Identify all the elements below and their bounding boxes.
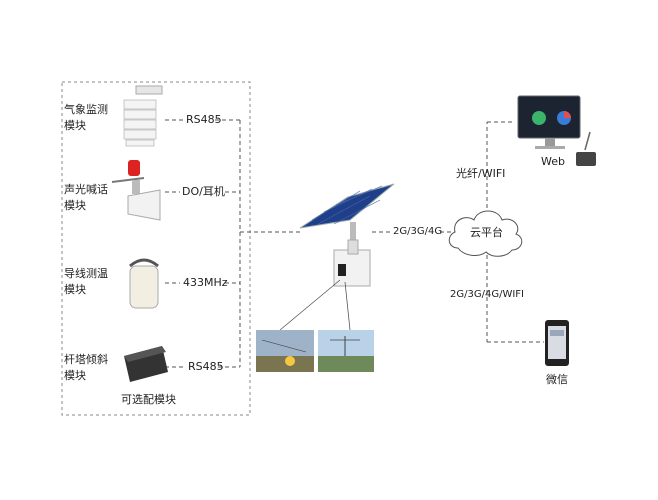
- solar-panel-icon: [299, 183, 395, 229]
- wechat-label: 微信: [546, 373, 568, 386]
- optional-modules-label: 可选配模块: [121, 393, 176, 406]
- module-label-wire-temp: 导线测温 模块: [64, 267, 108, 296]
- phone-icon: [545, 320, 569, 366]
- cloud-links: [372, 121, 544, 343]
- solar-monitoring-device: [299, 183, 395, 287]
- module-label-weather: 气象监测 模块: [64, 103, 108, 132]
- weather-sensor-icon: [123, 85, 163, 147]
- wire-temperature-sensor-icon: [129, 258, 159, 309]
- module-label-tilt: 杆塔倾斜 模块: [64, 353, 108, 382]
- module-label-alarm: 声光喊话 模块: [64, 183, 108, 212]
- mobile-link-label: 2G/3G/4G/WIFI: [450, 289, 524, 300]
- tilt-sensor-icon: [124, 346, 168, 382]
- link-label-tilt: RS485: [188, 360, 224, 373]
- web-monitor-icon: [517, 95, 596, 166]
- uplink-cellular-label: 2G/3G/4G: [393, 226, 443, 237]
- fiber-wifi-label: 光纤/WIFI: [456, 167, 506, 180]
- web-label: Web: [541, 155, 565, 168]
- module-links: [165, 119, 300, 368]
- alarm-speaker-icon: [111, 160, 161, 221]
- link-label-alarm: DO/耳机: [182, 185, 225, 198]
- cloud-platform-label: 云平台: [470, 226, 503, 239]
- optional-modules-box: [61, 81, 251, 416]
- link-label-wire-temp: 433MHz: [183, 276, 228, 289]
- camera-photos: [256, 279, 374, 372]
- link-label-weather: RS485: [186, 113, 222, 126]
- cloud-icon: [448, 210, 523, 257]
